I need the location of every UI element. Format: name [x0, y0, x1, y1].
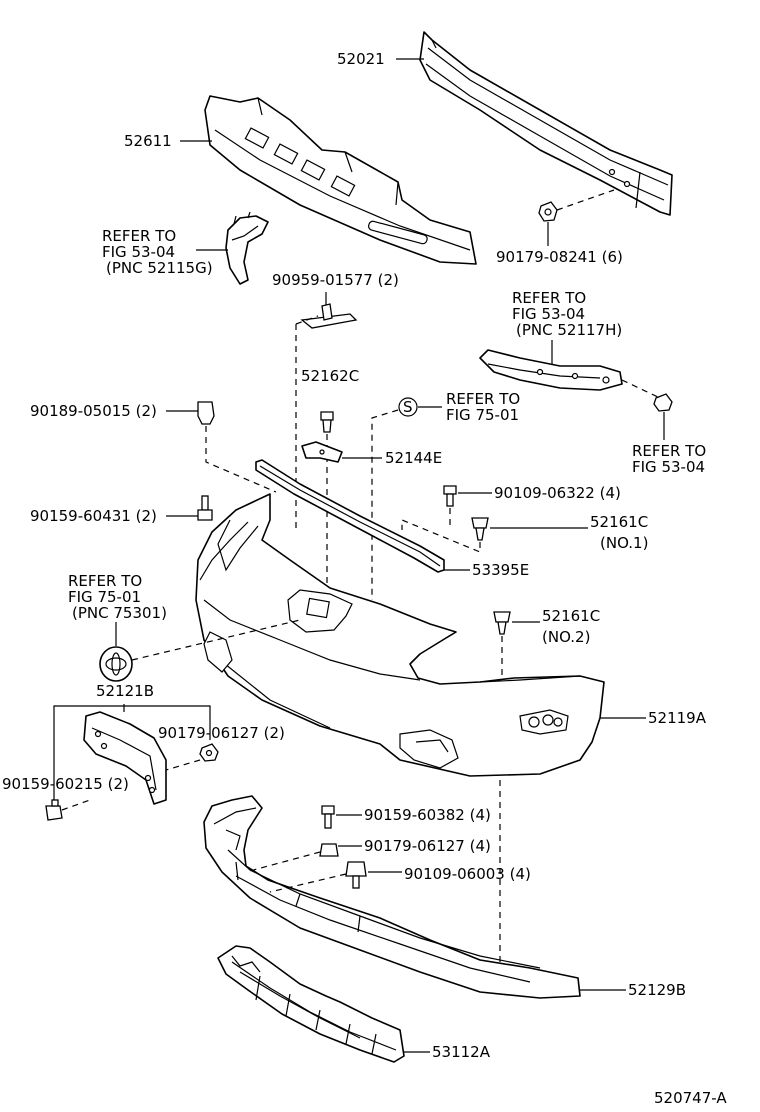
s-symbol-marker: S [398, 397, 418, 417]
label-refer-5304b-3: (PNC 52117H) [516, 321, 622, 339]
dash-line-90179-06127a [165, 759, 201, 771]
part-90109-06322-bolt[interactable] [443, 485, 457, 507]
label-52161c-no1: 52161C [590, 513, 648, 531]
dash-line-90109-06003 [269, 873, 347, 893]
part-52119a-bumper-cover[interactable] [195, 493, 605, 777]
label-refer-5304c-1: REFER TO [632, 442, 706, 460]
label-90109-06322: 90109-06322 (4) [494, 484, 621, 502]
part-ref-5304c-nut[interactable] [653, 393, 673, 412]
part-90109-06003-bolt[interactable] [345, 861, 367, 889]
dash-line-90159-60215 [61, 799, 91, 811]
part-52144e-bracket[interactable] [301, 441, 343, 463]
label-90179-06127b: 90179-06127 (4) [364, 837, 491, 855]
label-refer-7501b-2: FIG 75-01 [68, 588, 141, 606]
label-refer-7501a-2: FIG 75-01 [446, 406, 519, 424]
label-52021: 52021 [337, 50, 385, 68]
dash-line-90189-05015 [205, 426, 277, 493]
leader-52121b-group [53, 705, 190, 802]
label-53395e: 53395E [472, 561, 529, 579]
label-52144e: 52144E [385, 449, 442, 467]
dash-line-nut-reinforcement [556, 189, 615, 211]
part-52611-energy-absorber[interactable] [204, 95, 477, 265]
dash-line-retainer-b [295, 315, 319, 325]
label-52611: 52611 [124, 132, 172, 150]
part-52121b-license-bracket[interactable] [83, 711, 167, 805]
s-symbol-text: S [403, 398, 413, 416]
label-90189-05015: 90189-05015 (2) [30, 402, 157, 420]
part-90179-06127a-nut[interactable] [199, 743, 219, 762]
label-no2: (NO.2) [542, 628, 590, 646]
label-52129b: 52129B [628, 981, 686, 999]
part-90959-01577-retainer[interactable] [300, 303, 358, 329]
label-refer-5304b-1: REFER TO [512, 289, 586, 307]
dash-line-7501a [371, 409, 399, 600]
label-refer-7501b-1: REFER TO [68, 572, 142, 590]
part-90159-60382-bolt[interactable] [321, 805, 335, 829]
label-90159-60431: 90159-60431 (2) [30, 507, 157, 525]
label-refer-5304b-2: FIG 53-04 [512, 305, 585, 323]
part-ref-75301-emblem[interactable] [99, 646, 133, 682]
part-ref-52117h-bracket[interactable] [479, 349, 623, 391]
label-53112a: 53112A [432, 1043, 491, 1061]
label-90109-06003: 90109-06003 (4) [404, 865, 531, 883]
label-52161c-no2: 52161C [542, 607, 600, 625]
label-no1: (NO.1) [600, 534, 648, 552]
part-ref-52115g-bracket[interactable] [225, 211, 269, 285]
label-52119a: 52119A [648, 709, 707, 727]
part-52161c-no2-clip[interactable] [493, 611, 511, 635]
label-90179-08241: 90179-08241 (6) [496, 248, 623, 266]
leader-90179-06127a [190, 705, 211, 740]
dash-line-90179-06127b [245, 851, 321, 873]
part-90179-06127b-nut[interactable] [319, 843, 339, 857]
part-52129b-lower-spoiler[interactable] [203, 795, 581, 999]
part-52161c-no1-clip[interactable] [471, 517, 489, 541]
label-refer-5304a-1: REFER TO [102, 227, 176, 245]
part-90189-05015-clip[interactable] [197, 401, 215, 425]
part-53112a-lower-grille[interactable] [217, 945, 405, 1063]
label-90959-01577: 90959-01577 (2) [272, 271, 399, 289]
part-90159-60431-bolt[interactable] [197, 495, 213, 521]
label-52121b: 52121B [96, 682, 154, 700]
dash-line-52161c-no1 [401, 519, 481, 553]
part-90179-08241-nut[interactable] [538, 201, 558, 222]
dash-line-52117h [621, 379, 661, 399]
label-90179-06127a: 90179-06127 (2) [158, 724, 285, 742]
dash-line-emblem [131, 619, 301, 661]
label-90159-60382: 90159-60382 (4) [364, 806, 491, 824]
label-refer-5304a-2: FIG 53-04 [102, 243, 175, 261]
part-90159-60215-bolt[interactable] [45, 799, 63, 821]
part-52162c-clip[interactable] [320, 411, 334, 433]
label-90159-60215: 90159-60215 (2) [2, 775, 129, 793]
label-refer-7501b-3: (PNC 75301) [72, 604, 167, 622]
label-52162c: 52162C [301, 367, 359, 385]
label-refer-5304c-2: FIG 53-04 [632, 458, 705, 476]
label-refer-7501a-1: REFER TO [446, 390, 520, 408]
label-refer-5304a-3: (PNC 52115G) [106, 259, 213, 277]
diagram-id: 520747-A [654, 1089, 727, 1107]
part-52021-bumper-reinforcement[interactable] [419, 31, 673, 216]
